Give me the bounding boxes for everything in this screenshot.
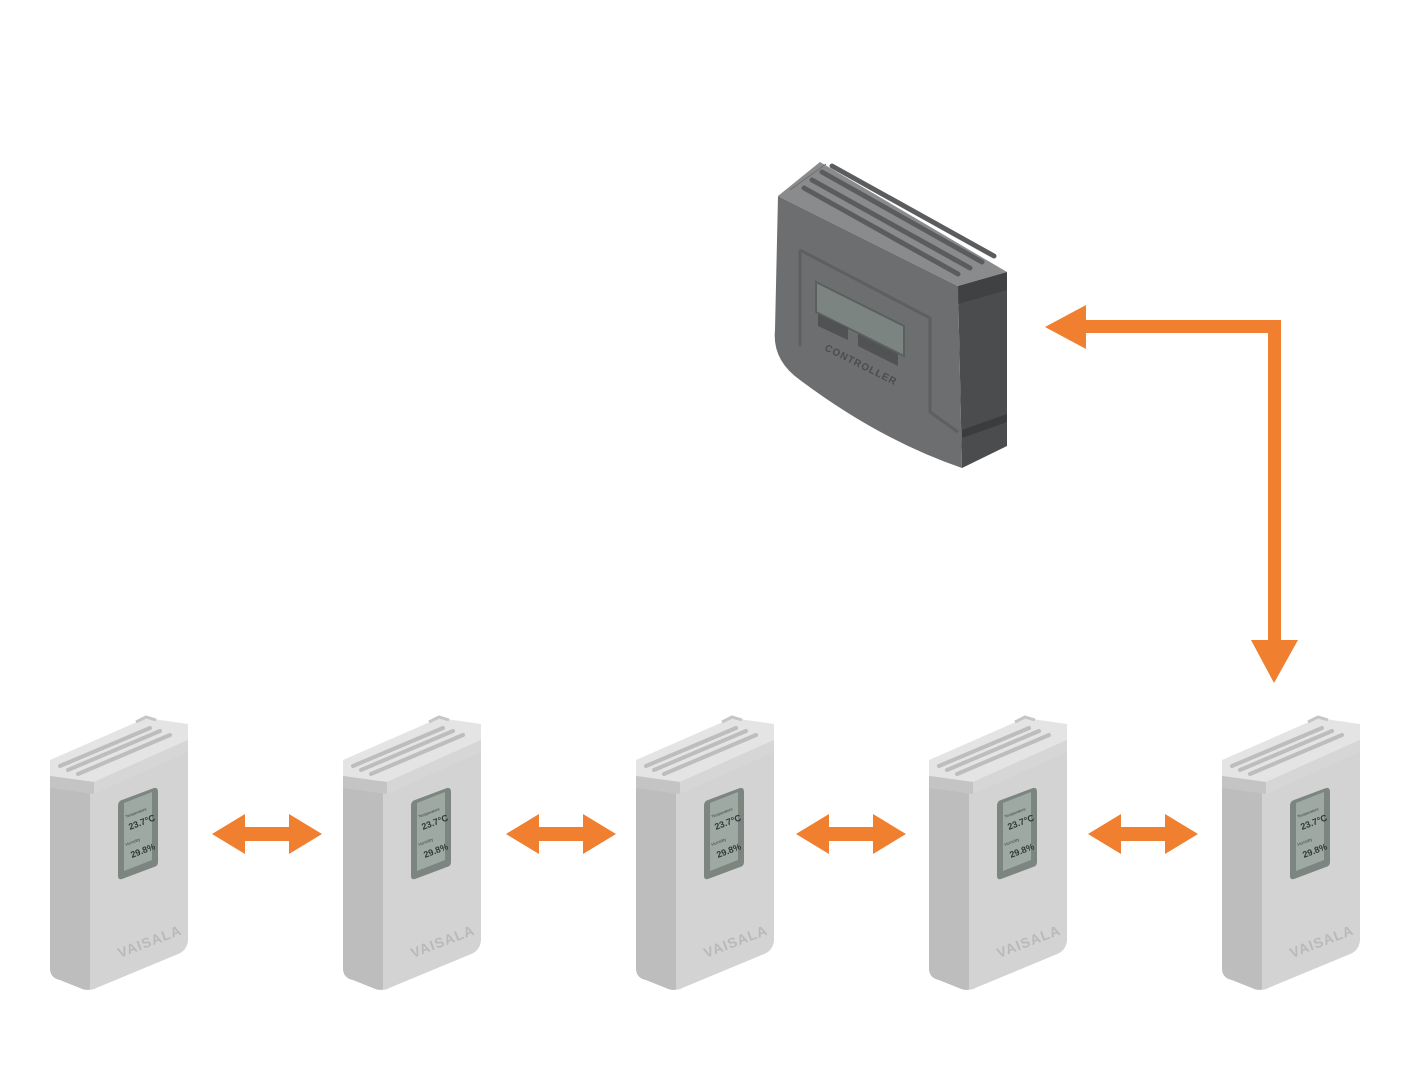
controller-link-arrow [1045,305,1298,683]
link-arrow-4-5 [1088,814,1198,854]
arrowhead-down [1251,640,1298,683]
link-arrow-3-4 [796,814,906,854]
svg-text:Humidity: Humidity [711,837,727,847]
svg-text:Humidity: Humidity [1004,837,1020,847]
arrowhead-left [1045,305,1086,349]
svg-text:Humidity: Humidity [1297,837,1313,847]
svg-text:Humidity: Humidity [418,837,434,847]
controller-display [815,280,905,358]
transmitter-3: Temperature 23.7°C Humidity 29.8% VAISAL… [634,715,776,992]
link-arrow-2-3 [506,814,616,854]
transmitter-4: Temperature 23.7°C Humidity 29.8% VAISAL… [927,715,1069,992]
transmitter-1: Temperature 23.7°C Humidity 29.8% VAISAL… [48,715,190,992]
link-arrow-1-2 [212,814,322,854]
transmitter-2: Temperature 23.7°C Humidity 29.8% VAISAL… [341,715,483,992]
controller-device: CONTROLLER [774,162,1007,468]
transmitter-5: Temperature 23.7°C Humidity 29.8% VAISAL… [1220,715,1362,992]
svg-text:Humidity: Humidity [125,837,141,847]
